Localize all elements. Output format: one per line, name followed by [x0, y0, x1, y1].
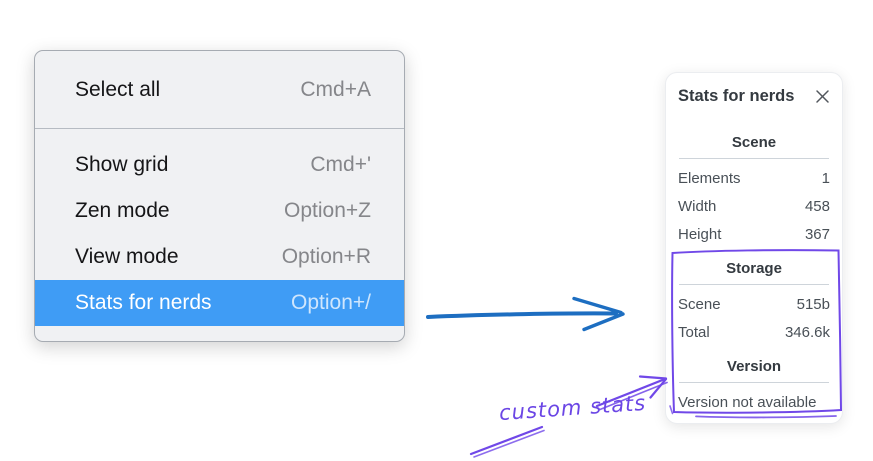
menu-item-shortcut: Cmd+A [300, 77, 371, 101]
close-icon[interactable] [815, 89, 830, 104]
stat-value: 458 [804, 197, 830, 215]
version-note-text: Version not available [678, 393, 817, 411]
menu-item-shortcut: Option+Z [284, 199, 371, 222]
menu-item-label: Show grid [75, 153, 169, 176]
stat-label: Elements [678, 169, 741, 187]
section-heading: Storage [726, 260, 782, 277]
stat-row-scene-size: Scene 515b [678, 290, 830, 318]
section-heading: Version [726, 358, 782, 375]
menu-item-label: Select all [75, 77, 161, 101]
custom-stats-annotation-label: custom stats [498, 390, 647, 426]
menu-item-shortcut: Cmd+' [310, 153, 371, 176]
stat-label: Scene [678, 295, 721, 313]
stat-value: 515b [796, 295, 830, 313]
section-divider [679, 382, 829, 383]
menu-item-view-mode[interactable]: View mode Option+R [35, 234, 404, 280]
menu-item-shortcut: Option+R [281, 245, 371, 268]
menu-item-label: Zen mode [75, 199, 170, 222]
menu-item-zen-mode[interactable]: Zen mode Option+Z [35, 188, 404, 234]
menu-item-label: View mode [75, 245, 179, 268]
blue-arrow [426, 296, 625, 332]
stat-label: Total [678, 323, 710, 341]
stat-row-height: Height 367 [678, 220, 830, 248]
stat-value: 1 [821, 169, 830, 187]
stat-row-width: Width 458 [678, 192, 830, 220]
context-menu: Select all Cmd+A Show grid Cmd+' Zen mod… [34, 50, 405, 342]
stat-value: 346.6k [784, 323, 830, 341]
stats-panel-header: Stats for nerds [678, 85, 830, 107]
stat-row-elements: Elements 1 [678, 164, 830, 192]
stats-section-scene: Scene Elements 1 Width 458 Height 367 [678, 133, 830, 248]
section-divider [679, 284, 829, 285]
stats-section-version: Version Version not available [678, 357, 830, 416]
purple-arrow-annotation [469, 375, 668, 458]
menu-item-show-grid[interactable]: Show grid Cmd+' [35, 142, 404, 188]
stat-label: Width [678, 197, 717, 215]
menu-divider [35, 128, 404, 129]
stats-panel-title: Stats for nerds [678, 86, 795, 105]
section-divider [679, 158, 829, 159]
menu-item-stats-for-nerds[interactable]: Stats for nerds Option+/ [35, 280, 404, 326]
menu-item-label: Stats for nerds [75, 291, 212, 314]
stats-section-storage: Storage Scene 515b Total 346.6k [678, 259, 830, 346]
stat-value: 367 [804, 225, 830, 243]
stats-panel: Stats for nerds Scene Elements 1 Width 4… [665, 72, 843, 424]
menu-item-select-all[interactable]: Select all Cmd+A [35, 51, 404, 128]
version-note: Version not available [678, 388, 830, 416]
section-heading: Scene [731, 134, 777, 151]
stat-row-total-size: Total 346.6k [678, 318, 830, 346]
stat-label: Height [678, 225, 722, 243]
menu-item-shortcut: Option+/ [291, 291, 371, 314]
menu-group: Show grid Cmd+' Zen mode Option+Z View m… [35, 129, 404, 341]
